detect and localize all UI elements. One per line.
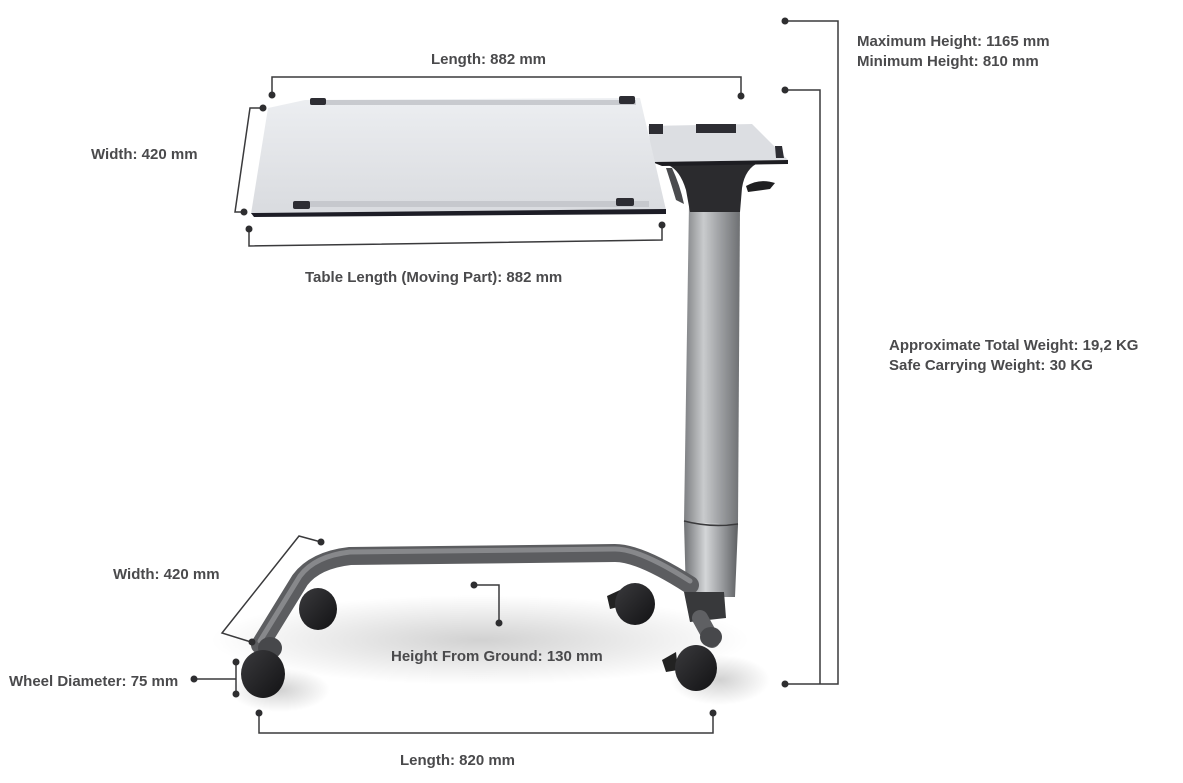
min-height-bracket: [786, 89, 821, 684]
side-tray: [648, 124, 788, 166]
moving-part-bracket: [248, 225, 663, 247]
total-weight-label: Approximate Total Weight: 19,2 KG: [889, 337, 1139, 354]
wheels: [241, 583, 717, 698]
height-from-ground-label: Height From Ground: 130 mm: [391, 648, 603, 665]
base-length-bracket: [258, 713, 714, 734]
weight-labels: Approximate Total Weight: 19,2 KG Safe C…: [889, 336, 1138, 376]
base-width-bracket: [220, 535, 322, 643]
tabletop: [251, 96, 666, 217]
top-width-label: Width: 420 mm: [91, 146, 198, 163]
base-frame: [251, 544, 726, 659]
annotation-lines: [194, 20, 839, 734]
wheel-diameter-label: Wheel Diameter: 75 mm: [9, 673, 179, 690]
max-height-bracket: [786, 20, 839, 685]
wheel-front-left: [241, 650, 285, 698]
top-width-bracket: [234, 107, 262, 213]
annotation-dots: [190, 17, 789, 717]
max-height-label: Maximum Height: 1165 mm: [857, 33, 1050, 50]
wheel-front-right: [662, 645, 717, 691]
column-head: [666, 162, 775, 212]
wheel-back-left: [299, 588, 337, 630]
column: [683, 204, 740, 597]
min-height-label: Minimum Height: 810 mm: [857, 53, 1039, 70]
moving-part-length-label: Table Length (Moving Part): 882 mm: [305, 269, 563, 286]
height-ground-leader: [474, 584, 500, 623]
base-width-label: Width: 420 mm: [113, 566, 220, 583]
height-labels: Maximum Height: 1165 mm Minimum Height: …: [857, 32, 1050, 72]
safe-weight-label: Safe Carrying Weight: 30 KG: [889, 357, 1093, 374]
top-length-bracket: [271, 76, 742, 95]
base-length-label: Length: 820 mm: [400, 752, 516, 769]
wheel-back-right: [607, 583, 655, 625]
top-length-label: Length: 882 mm: [431, 51, 547, 68]
